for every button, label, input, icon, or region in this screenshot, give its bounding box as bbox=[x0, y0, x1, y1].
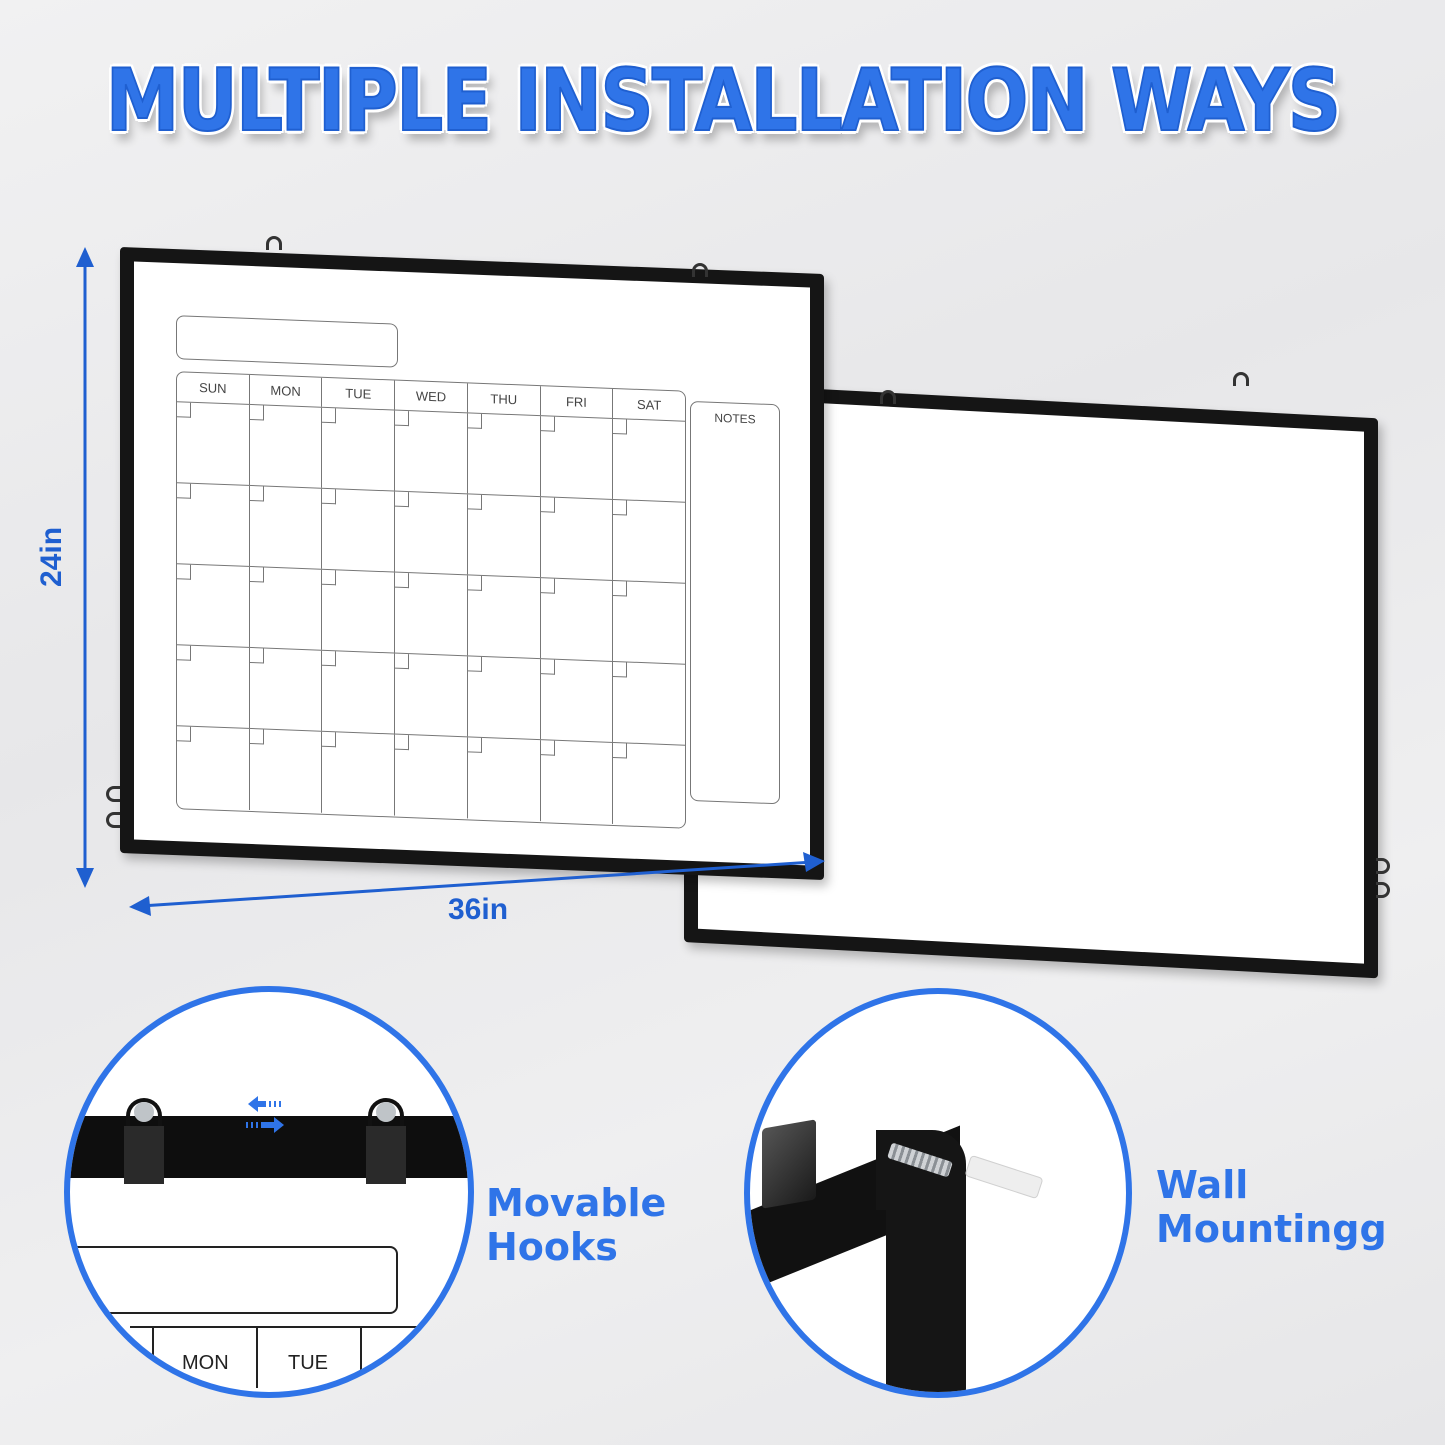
day-cell bbox=[613, 581, 685, 664]
wall-anchor-icon bbox=[964, 1154, 1044, 1200]
day-cell bbox=[467, 656, 541, 740]
day-cell bbox=[613, 419, 685, 502]
day-cell bbox=[540, 497, 614, 580]
day-cell bbox=[249, 485, 323, 569]
calendar-whiteboard: SUN MON TUE WED THU FRI SAT NOTES bbox=[120, 247, 824, 881]
frame-vertical-bar bbox=[886, 1204, 966, 1392]
wall-mounting-label: Wall Mountingg bbox=[1156, 1163, 1387, 1251]
left-board-top-hook-2 bbox=[692, 263, 708, 277]
day-cell bbox=[322, 488, 396, 572]
notes-box: NOTES bbox=[690, 400, 780, 805]
right-board-side-hook-2 bbox=[1376, 882, 1390, 898]
day-cell bbox=[540, 578, 614, 661]
frame-corner-cap bbox=[876, 1130, 966, 1210]
movable-hooks-line1: Movable bbox=[486, 1181, 667, 1225]
day-cell bbox=[467, 413, 541, 497]
day-cell bbox=[177, 726, 250, 810]
right-board-top-hook-2 bbox=[1233, 372, 1249, 386]
wall-mounting-line2: Mountingg bbox=[1156, 1206, 1387, 1251]
day-header-wed: WED bbox=[395, 380, 468, 413]
month-title-box-detail bbox=[70, 1246, 398, 1314]
wall-mounting-detail bbox=[744, 988, 1132, 1398]
movable-hooks-detail: MON TUE bbox=[64, 986, 474, 1398]
hook-clip-1 bbox=[122, 1098, 166, 1184]
day-header-thu: THU bbox=[467, 383, 541, 416]
day-cell bbox=[613, 500, 685, 583]
movable-hooks-line2: Hooks bbox=[486, 1224, 618, 1269]
day-header-sun: SUN bbox=[177, 372, 250, 404]
day-cell bbox=[395, 734, 468, 819]
day-header-fri: FRI bbox=[540, 386, 614, 418]
day-cell bbox=[322, 650, 396, 734]
day-cell bbox=[322, 407, 396, 491]
adhesive-pad-icon bbox=[762, 1119, 816, 1209]
day-cell bbox=[467, 575, 541, 659]
right-board-side-hook-1 bbox=[1376, 858, 1390, 874]
height-label: 24in bbox=[35, 526, 69, 588]
width-label: 36in bbox=[448, 893, 509, 926]
day-cell bbox=[395, 653, 468, 737]
height-dimension-arrow bbox=[76, 247, 94, 888]
width-dimension-arrow bbox=[129, 852, 825, 916]
month-title-box bbox=[176, 315, 398, 368]
day-cell bbox=[540, 416, 614, 499]
day-cell bbox=[395, 410, 468, 494]
day-cell bbox=[249, 404, 323, 488]
day-cell bbox=[540, 659, 614, 742]
left-board-top-hook-1 bbox=[266, 236, 282, 250]
day-cell bbox=[467, 494, 541, 578]
day-cell bbox=[613, 662, 685, 745]
movable-hooks-label: Movable Hooks bbox=[486, 1181, 667, 1269]
day-cell bbox=[322, 569, 396, 653]
left-board-side-hook-2 bbox=[106, 812, 120, 828]
day-cell bbox=[177, 564, 250, 647]
day-cell bbox=[540, 740, 614, 824]
left-board-side-hook-1 bbox=[106, 786, 120, 802]
day-header-detail: MON TUE bbox=[130, 1326, 468, 1388]
day-cell bbox=[395, 572, 468, 656]
notes-label: NOTES bbox=[714, 410, 756, 427]
wall-mounting-line1: Wall bbox=[1156, 1163, 1249, 1207]
calendar-grid: SUN MON TUE WED THU FRI SAT bbox=[176, 371, 686, 829]
day-cell bbox=[395, 491, 468, 575]
day-cell bbox=[249, 647, 323, 731]
day-cell bbox=[177, 402, 250, 485]
hook-clip-2 bbox=[364, 1098, 408, 1184]
slide-arrows-icon bbox=[246, 1096, 284, 1133]
day-cell bbox=[322, 731, 396, 816]
right-board-top-hook-1 bbox=[880, 390, 896, 404]
day-header-sat: SAT bbox=[637, 396, 662, 413]
detail-day-mon: MON bbox=[182, 1352, 229, 1374]
detail-day-tue: TUE bbox=[288, 1352, 328, 1374]
day-header-tue: TUE bbox=[322, 377, 396, 410]
day-cell bbox=[177, 645, 250, 728]
day-cell bbox=[177, 483, 250, 566]
page-title: MULTIPLE INSTALLATION WAYS bbox=[105, 51, 1342, 151]
day-cell bbox=[467, 737, 541, 822]
day-header-mon: MON bbox=[249, 374, 323, 407]
day-cell bbox=[613, 743, 685, 827]
day-cell bbox=[249, 566, 323, 650]
day-cell bbox=[249, 728, 323, 813]
